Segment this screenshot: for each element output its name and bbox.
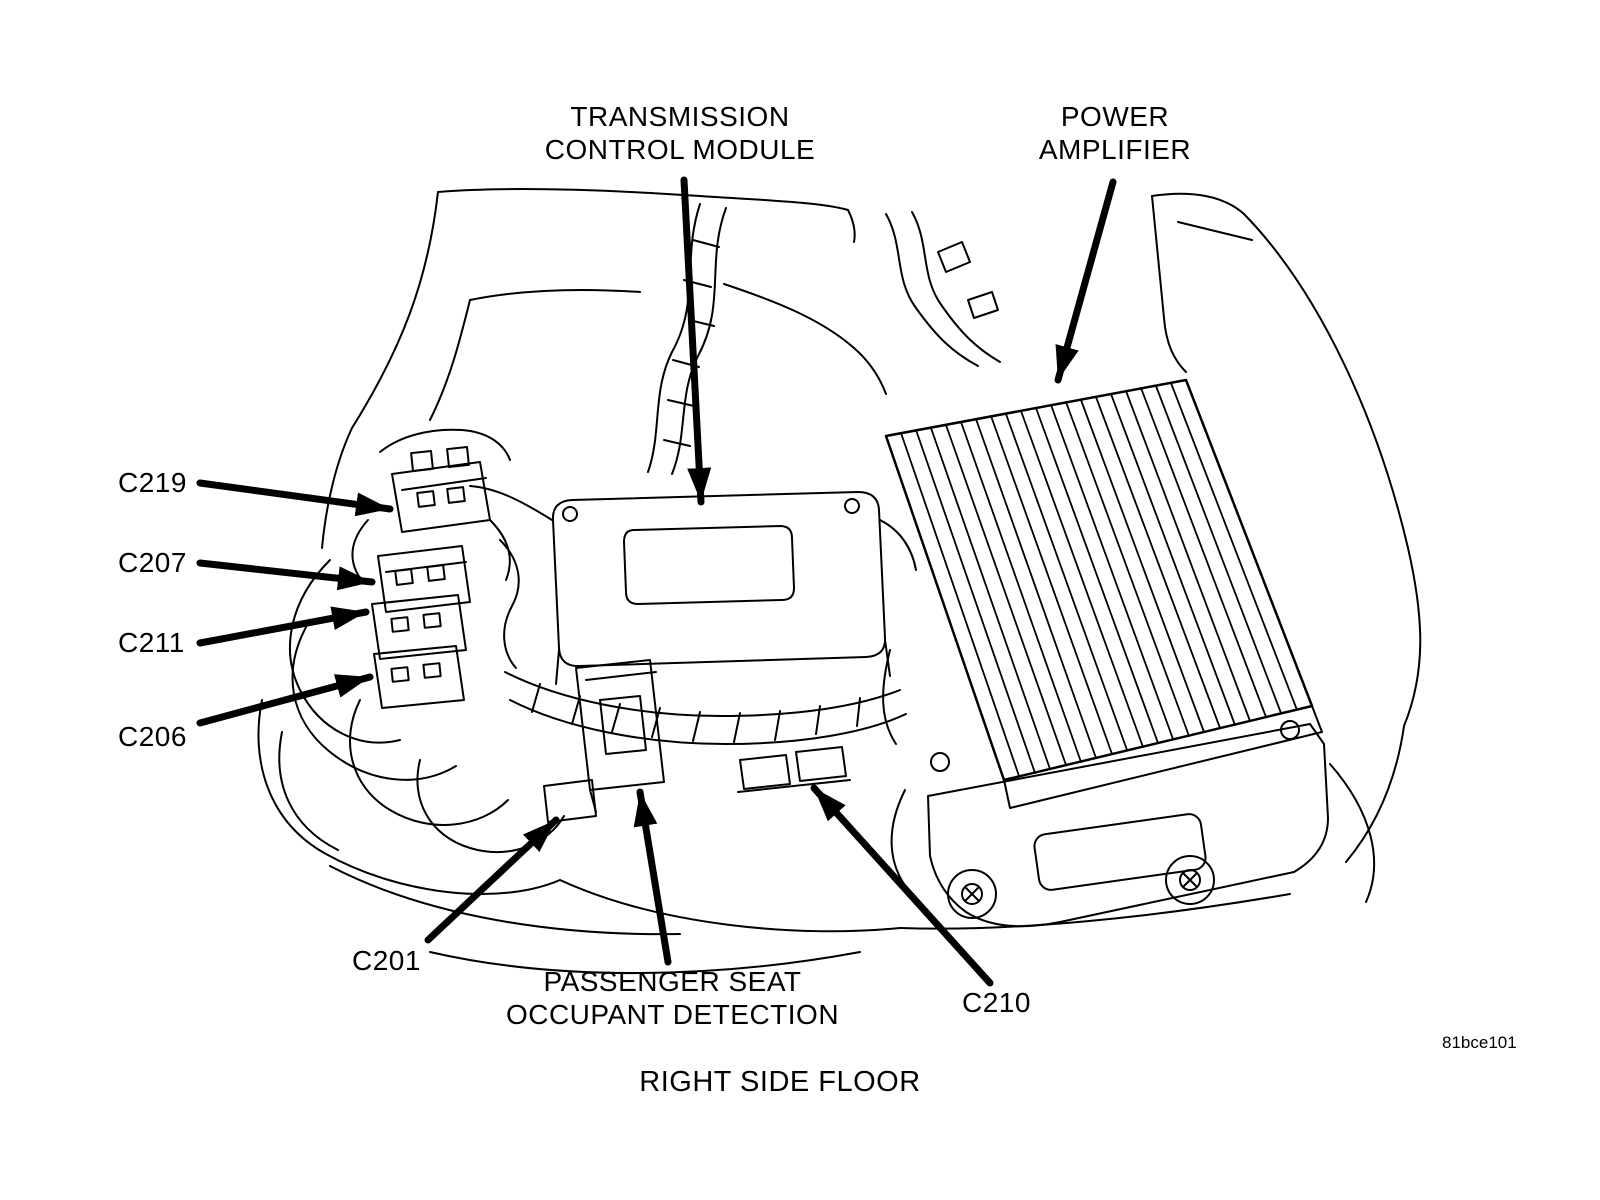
callout-c207: C207 [118, 547, 187, 578]
figure-code: 81bce101 [1442, 1033, 1517, 1052]
callout-line: PASSENGER SEAT [543, 966, 802, 997]
transmission-control-module-drawing [469, 485, 917, 685]
callout-line: TRANSMISSION [570, 101, 790, 132]
connector-stack-drawing [371, 446, 491, 709]
arrow-c219 [196, 479, 394, 517]
callout-c210: C210 [962, 987, 1031, 1018]
callout-line: CONTROL MODULE [544, 134, 816, 165]
occupant-detection-module-drawing [543, 659, 665, 823]
figure-caption: RIGHT SIDE FLOOR [639, 1066, 921, 1098]
callout-line: POWER [1060, 101, 1170, 132]
c210-connector-drawing [737, 746, 851, 793]
arrow-c207 [196, 559, 376, 591]
vehicle-body-outline [321, 188, 1422, 863]
callout-c201: C201 [352, 945, 421, 976]
callout-line: OCCUPANT DETECTION [505, 999, 840, 1030]
callout-line: AMPLIFIER [1038, 134, 1192, 165]
arrow-c210 [810, 784, 994, 987]
callout-power-amplifier: POWER AMPLIFIER [990, 100, 1240, 166]
callout-arrows [196, 176, 1117, 987]
arrow-power-amplifier [1054, 178, 1117, 384]
arrow-transmission-control-module [680, 176, 712, 506]
floor-contours [257, 699, 1376, 975]
callout-transmission-control-module: TRANSMISSION CONTROL MODULE [505, 100, 855, 166]
arrow-passenger-seat-occupant-detection [633, 788, 672, 966]
callout-passenger-seat-occupant-detection: PASSENGER SEAT OCCUPANT DETECTION [490, 965, 855, 1031]
arrow-c206 [196, 673, 374, 727]
mounting-bracket-drawing [927, 723, 1329, 928]
wiring-harness-left-loops [289, 428, 565, 853]
callout-c211: C211 [118, 627, 185, 658]
arrow-c211 [196, 606, 370, 647]
wiring-harness-top [647, 203, 1001, 475]
wiring-harness-band [504, 649, 907, 745]
callout-c206: C206 [118, 721, 187, 752]
callout-c219: C219 [118, 467, 187, 498]
power-amplifier-drawing [884, 378, 1323, 809]
arrow-c201 [424, 816, 560, 944]
